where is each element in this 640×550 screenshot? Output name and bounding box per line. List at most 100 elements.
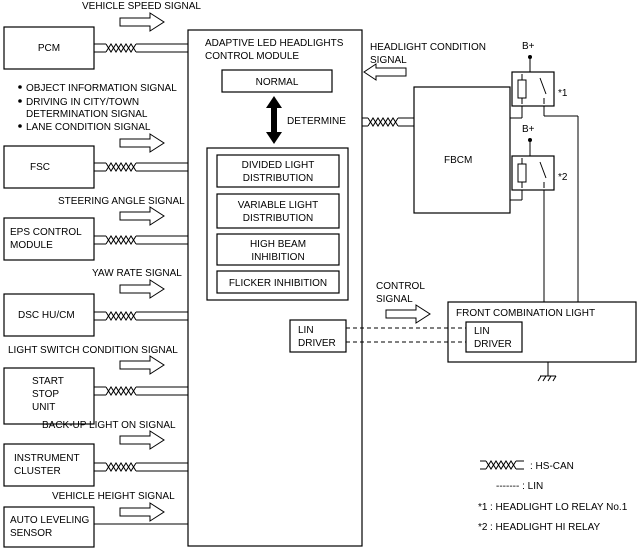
- pcm-label: PCM: [38, 43, 60, 54]
- high-beam-label-2: INHIBITION: [251, 252, 304, 263]
- control-module: ADAPTIVE LED HEADLIGHTS CONTROL MODULE N…: [187, 29, 363, 547]
- ground-icon-hatch-4: [552, 375, 557, 382]
- headlight-condition-label-1: HEADLIGHT CONDITION: [370, 42, 486, 53]
- lin-driver-box-right: [465, 321, 523, 353]
- relay-1-mark: *1: [558, 88, 568, 99]
- front-combination-label: FRONT COMBINATION LIGHT: [456, 308, 595, 319]
- lane-condition-signal-label: LANE CONDITION SIGNAL: [26, 122, 151, 133]
- lin-driver-left-label-2: DRIVER: [298, 338, 336, 349]
- auto-leveling-label-2: SENSOR: [10, 528, 52, 539]
- vehicle-height-signal-label: VEHICLE HEIGHT SIGNAL: [52, 491, 175, 502]
- dsc-group: YAW RATE SIGNAL DSC HU/CM: [3, 268, 188, 337]
- relay-2-box: [511, 155, 555, 191]
- vehicle-height-arrow: [119, 502, 165, 522]
- ground-icon-hatch-2: [542, 375, 547, 382]
- dsc-label: DSC HU/CM: [18, 310, 75, 321]
- flicker-label: FLICKER INHIBITION: [229, 278, 327, 289]
- bullet-icon: [18, 124, 22, 128]
- fsc-box: [3, 145, 95, 189]
- vehicle-speed-arrow: [119, 12, 165, 32]
- fsc-label: FSC: [30, 162, 50, 173]
- auto-leveling-label-1: AUTO LEVELING: [10, 515, 90, 526]
- driving-city-signal-label-1: DRIVING IN CITY/TOWN: [26, 97, 139, 108]
- control-signal-label-2: SIGNAL: [376, 294, 413, 305]
- relay-1-switch-icon: [539, 77, 547, 95]
- dsc-box: [3, 293, 95, 337]
- relay-group: B+ *1 B+ *2: [510, 41, 579, 302]
- relay-2-mark: *2: [558, 172, 568, 183]
- pcm-group: PCM VEHICLE SPEED SIGNAL: [3, 1, 201, 70]
- legend: : HS-CAN ------- : LIN *1 : HEADLIGHT LO…: [478, 460, 628, 533]
- variable-light-label-2: DISTRIBUTION: [243, 213, 314, 224]
- divided-light-label-2: DISTRIBUTION: [243, 173, 314, 184]
- eps-label-2: MODULE: [10, 240, 53, 251]
- instrument-group: BACK-UP LIGHT ON SIGNAL INSTRUMENT CLUST…: [3, 420, 188, 487]
- determine-label: DETERMINE: [287, 116, 346, 127]
- control-module-title-1: ADAPTIVE LED HEADLIGHTS: [205, 38, 344, 49]
- fbcm-can-line: [361, 117, 407, 127]
- ground-icon-hatch-1: [537, 375, 542, 382]
- control-module-title-2: CONTROL MODULE: [205, 51, 299, 62]
- eps-can-line: [93, 235, 149, 245]
- double-arrow-icon: [266, 96, 282, 144]
- note-2-text: : HEADLIGHT HI RELAY: [490, 522, 601, 533]
- light-switch-signal-label: LIGHT SWITCH CONDITION SIGNAL: [8, 345, 178, 356]
- start-stop-box: [3, 367, 95, 425]
- headlight-condition-arrow: [363, 63, 407, 81]
- fbcm-label: FBCM: [444, 155, 472, 166]
- steering-angle-signal-label: STEERING ANGLE SIGNAL: [58, 196, 185, 207]
- eps-label-1: EPS CONTROL: [10, 227, 82, 238]
- start-stop-can-line: [93, 386, 149, 396]
- b-plus-label-1: B+: [522, 41, 535, 52]
- bullet-icon: [18, 99, 22, 103]
- fsc-group: FSC: [3, 133, 188, 189]
- bullet-icon: [18, 85, 22, 89]
- backup-light-signal-label: BACK-UP LIGHT ON SIGNAL: [42, 420, 176, 431]
- high-beam-box: [216, 233, 340, 266]
- instrument-cluster-box: [3, 443, 95, 487]
- auto-leveling-box: [3, 506, 95, 548]
- eps-group: STEERING ANGLE SIGNAL EPS CONTROL MODULE: [3, 196, 188, 261]
- note-2-mark: *2: [478, 522, 488, 533]
- lin-driver-box-left: [289, 319, 347, 353]
- flicker-box: [216, 270, 340, 294]
- normal-box: [221, 69, 333, 93]
- lin-driver-right-label-1: LIN: [474, 326, 490, 337]
- variable-light-box: [216, 193, 340, 229]
- normal-label: NORMAL: [256, 77, 299, 88]
- yaw-rate-arrow: [119, 279, 165, 299]
- variable-light-label-1: VARIABLE LIGHT: [238, 200, 318, 211]
- eps-box: [3, 217, 95, 261]
- vehicle-speed-signal-label: VEHICLE SPEED SIGNAL: [82, 1, 201, 12]
- start-stop-label-1: START: [32, 376, 64, 387]
- pcm-can-line: [93, 43, 149, 53]
- hs-can-legend-icon: [479, 460, 525, 470]
- note-1-mark: *1: [478, 502, 488, 513]
- pcm-box: [3, 26, 95, 70]
- fsc-can-line: [93, 162, 149, 172]
- start-stop-label-3: UNIT: [32, 402, 55, 413]
- fbcm-group: HEADLIGHT CONDITION SIGNAL FBCM: [361, 42, 511, 214]
- dsc-can-line: [93, 311, 149, 321]
- light-switch-arrow: [119, 355, 165, 375]
- lin-driver-left-label-1: LIN: [298, 325, 314, 336]
- ground-icon-hatch-3: [547, 375, 552, 382]
- lin-driver-right-label-2: DRIVER: [474, 339, 512, 350]
- fsc-signal-arrow: [119, 133, 165, 153]
- instrument-label-2: CLUSTER: [14, 466, 61, 477]
- divided-light-label-1: DIVIDED LIGHT: [242, 160, 315, 171]
- hs-can-legend-label: : HS-CAN: [530, 461, 574, 472]
- relay-1-box: [511, 71, 555, 107]
- start-stop-group: LIGHT SWITCH CONDITION SIGNAL START STOP…: [3, 345, 188, 425]
- auto-leveling-group: VEHICLE HEIGHT SIGNAL AUTO LEVELING SENS…: [3, 491, 188, 548]
- fbcm-box: [413, 86, 511, 214]
- backup-light-arrow: [119, 430, 165, 450]
- driving-city-signal-label-2: DETERMINATION SIGNAL: [26, 109, 148, 120]
- fsc-signals: OBJECT INFORMATION SIGNAL DRIVING IN CIT…: [18, 83, 177, 133]
- relay-2-switch-icon: [539, 161, 547, 179]
- front-combination-group: CONTROL SIGNAL FRONT COMBINATION LIGHT L…: [346, 281, 637, 382]
- steering-angle-arrow: [119, 206, 165, 226]
- divided-light-box: [216, 154, 340, 188]
- b-plus-label-2: B+: [522, 124, 535, 135]
